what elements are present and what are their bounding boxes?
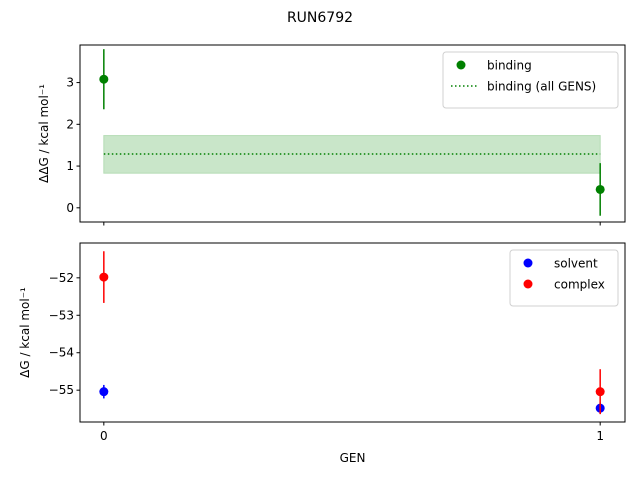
y-tick-label: 3 <box>66 76 74 90</box>
legend-box <box>442 51 619 109</box>
figure-title: RUN6792 <box>287 10 353 26</box>
y-axis-label: ΔG / kcal mol⁻¹ <box>18 287 32 378</box>
data-point <box>595 387 605 397</box>
legend-label: solvent <box>554 257 598 271</box>
x-axis-label: GEN <box>340 451 366 465</box>
legend-marker <box>523 279 533 289</box>
legend: solvent complex <box>509 249 619 307</box>
x-tick-label: 1 <box>596 429 604 443</box>
data-point <box>99 272 109 282</box>
y-tick-label: −53 <box>49 308 74 322</box>
y-tick-label: 2 <box>66 117 74 131</box>
x-tick-label: 0 <box>100 429 108 443</box>
data-point <box>99 74 109 84</box>
legend-label: binding <box>487 59 532 73</box>
legend-marker <box>523 258 533 268</box>
data-point <box>595 184 605 194</box>
legend-marker <box>456 60 466 70</box>
y-axis-label: ΔΔG / kcal mol⁻¹ <box>37 84 51 183</box>
bottom-axes: −52 −53 −54 −55 0 1 ΔG / kcal mol⁻¹ GEN solvent c… <box>18 242 626 465</box>
y-tick-label: 1 <box>66 159 74 173</box>
y-tick-label: −52 <box>49 271 74 285</box>
data-point <box>99 387 109 397</box>
legend-label: binding (all GENS) <box>487 80 596 94</box>
y-tick-label: −54 <box>49 346 74 360</box>
y-tick-label: −55 <box>49 383 74 397</box>
legend-label: complex <box>554 278 605 292</box>
legend: binding binding (all GENS) <box>442 51 619 109</box>
axes-frame <box>79 44 626 223</box>
y-tick-label: 0 <box>66 201 74 215</box>
axes-frame <box>79 242 626 423</box>
legend-box <box>509 249 619 307</box>
